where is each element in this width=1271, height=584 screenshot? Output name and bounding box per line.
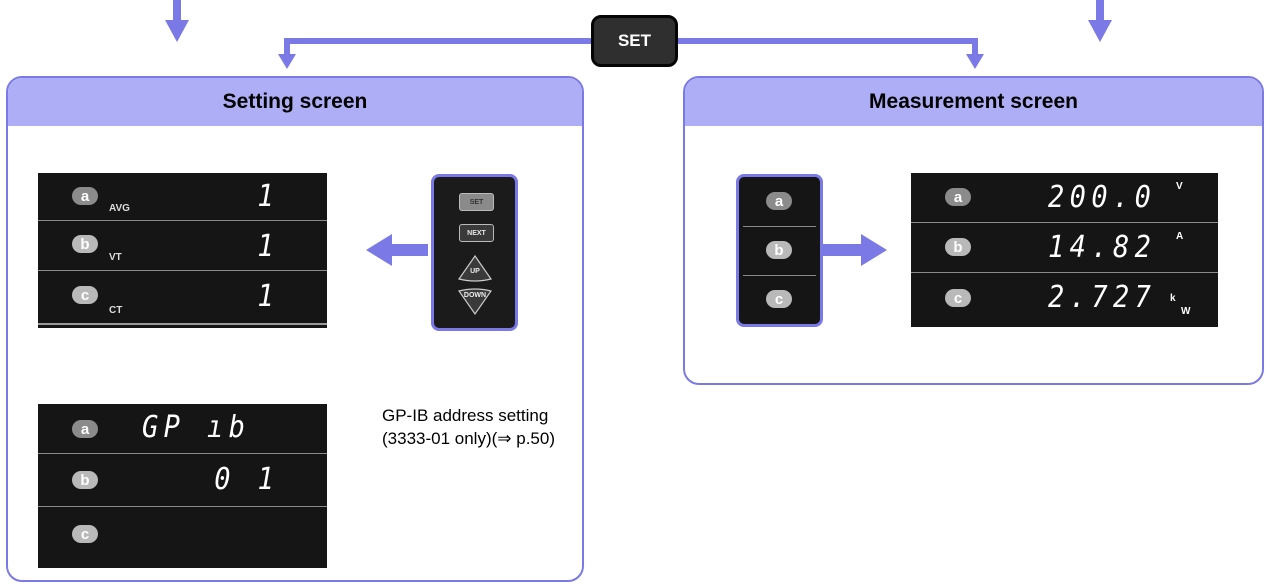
row-unit: V	[1176, 181, 1183, 192]
row-unit: W	[1181, 306, 1191, 317]
row-value: GP ıb	[142, 410, 251, 445]
key-b-icon: b	[72, 235, 98, 253]
display-row-b: b VT 1	[38, 221, 327, 271]
key-c-icon: c	[945, 289, 971, 307]
keypad-down-label: DOWN	[463, 292, 487, 299]
row-value: 1	[257, 229, 279, 264]
arrow-keypad-shaft	[390, 244, 428, 256]
setting-display-bottom: a GP ıb b 0 1 c	[38, 404, 327, 568]
measurement-display: a 200.0 V b 14.82 A c 2.727 k W	[911, 173, 1218, 327]
abc-key-column: a b c	[736, 174, 823, 327]
set-key[interactable]: SET	[591, 15, 678, 67]
abc-divider	[743, 226, 816, 227]
abc-divider	[743, 275, 816, 276]
arrow-meas-head	[861, 234, 887, 266]
row-sub-label: AVG	[109, 203, 130, 214]
row-value: 14.82	[1047, 230, 1156, 265]
key-c-button[interactable]: c	[766, 290, 792, 308]
key-a-icon: a	[72, 420, 98, 438]
row-value: 0 1	[214, 462, 279, 497]
gpib-note: GP-IB address setting (3333-01 only)(⇒ p…	[382, 406, 555, 448]
connector-right-horizontal	[676, 38, 978, 44]
arrow-shaft-left	[173, 0, 181, 22]
row-value: 1	[257, 279, 279, 314]
display-row-c: c CT 1	[38, 271, 327, 324]
display-row-b: b 0 1	[38, 454, 327, 507]
down-triangle-icon	[458, 288, 492, 316]
key-a-button[interactable]: a	[766, 192, 792, 210]
arrow-meas-shaft	[823, 244, 863, 256]
keypad-up-label: UP	[470, 268, 480, 275]
key-b-icon: b	[945, 238, 971, 256]
connector-right-vertical	[972, 38, 978, 56]
row-unit: A	[1176, 231, 1184, 242]
key-b-icon: b	[72, 471, 98, 489]
row-value: 2.727	[1047, 280, 1156, 315]
key-b-button[interactable]: b	[766, 241, 792, 259]
keypad-next-button[interactable]: NEXT	[459, 224, 494, 242]
keypad: SET NEXT UP DOWN	[431, 174, 518, 331]
key-a-icon: a	[945, 188, 971, 206]
arrow-shaft-right	[1096, 0, 1104, 22]
setting-display-top: a AVG 1 b VT 1 c CT 1	[38, 173, 327, 328]
display-row-c: c 2.727 k W	[911, 273, 1218, 327]
display-row-a: a AVG 1	[38, 173, 327, 221]
display-bottom-edge	[38, 323, 327, 325]
keypad-up-button[interactable]: UP	[456, 253, 494, 283]
row-value: 200.0	[1047, 180, 1156, 215]
row-sub-label: CT	[109, 305, 123, 316]
row-value: 1	[257, 179, 279, 214]
row-sub-label: VT	[109, 252, 122, 263]
measurement-screen-title: Measurement screen	[685, 78, 1262, 126]
setting-screen-title: Setting screen	[8, 78, 582, 126]
arrow-keypad-head	[366, 234, 392, 266]
connector-left-horizontal	[284, 38, 594, 44]
down-arrow-left	[165, 20, 189, 42]
display-row-b: b 14.82 A	[911, 223, 1218, 273]
display-row-a: a 200.0 V	[911, 173, 1218, 223]
key-a-icon: a	[72, 187, 98, 205]
connector-left-arrowhead	[278, 54, 296, 69]
connector-right-arrowhead	[966, 54, 984, 69]
keypad-down-button[interactable]: DOWN	[456, 287, 494, 317]
keypad-set-button[interactable]: SET	[459, 193, 494, 211]
key-c-icon: c	[72, 525, 98, 543]
connector-left-vertical	[284, 38, 290, 56]
display-row-a: a GP ıb	[38, 404, 327, 454]
down-arrow-right	[1088, 20, 1112, 42]
up-triangle-icon	[458, 254, 492, 282]
display-row-c: c	[38, 507, 327, 568]
key-c-icon: c	[72, 286, 98, 304]
row-unit-prefix: k	[1170, 293, 1176, 304]
